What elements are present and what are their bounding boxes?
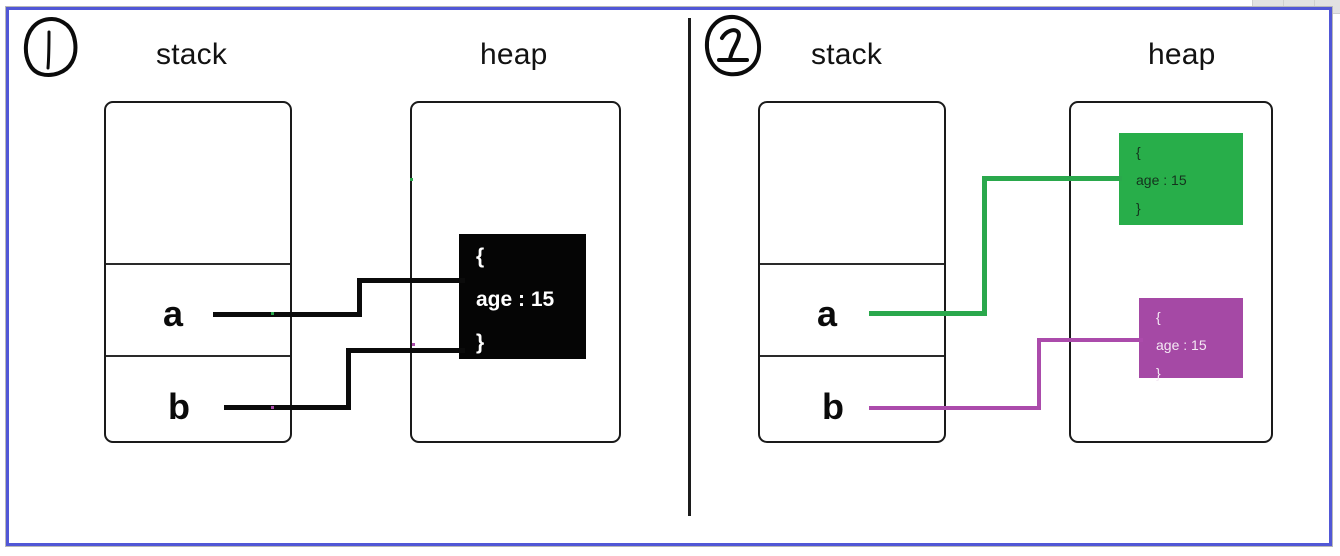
object-line-close: } (476, 331, 485, 354)
object-line-close: } (1136, 200, 1141, 216)
stack-container (104, 101, 292, 443)
stray-anchor-dot (410, 178, 413, 181)
heap-label: heap (1148, 38, 1216, 71)
stack-variable-b: b (168, 386, 190, 427)
object-line-property: age : 15 (1136, 172, 1187, 188)
hand-drawn-circled-two-icon (702, 14, 762, 77)
pointer-b-segment-into-object (346, 348, 465, 353)
pointer-a-segment-into-object (982, 176, 1122, 181)
stray-anchor-dot (412, 343, 415, 346)
heap-object-shared: { age : 15 } (459, 234, 586, 359)
panel-step-2: stack heap a b { age : 15 } { age : 15 } (691, 0, 1340, 556)
pointer-b-segment-vertical (346, 348, 351, 410)
pointer-a-segment-horizontal (213, 312, 361, 317)
stack-cell-divider (760, 355, 944, 357)
object-line-open: { (1136, 144, 1141, 160)
stray-anchor-dot (271, 312, 274, 315)
stack-cell-divider (106, 355, 290, 357)
pointer-a-segment-into-object (357, 278, 465, 283)
pointer-a-segment-horizontal (869, 311, 987, 316)
stack-label: stack (811, 38, 883, 71)
pointer-a-segment-vertical (982, 176, 987, 316)
stack-cell-divider (106, 263, 290, 265)
pointer-b-segment-vertical (1037, 338, 1041, 410)
stack-container (758, 101, 946, 443)
object-line-property: age : 15 (476, 288, 555, 311)
object-line-open: { (476, 245, 485, 268)
stray-anchor-dot (271, 406, 274, 409)
heap-object-b: { age : 15 } (1139, 298, 1243, 381)
stack-cell-divider (760, 263, 944, 265)
hand-drawn-circled-one-icon (22, 16, 80, 78)
pointer-b-segment-into-object (1037, 338, 1143, 342)
pointer-b-segment-horizontal (224, 405, 350, 410)
stack-variable-a: a (163, 293, 184, 334)
stack-variable-b: b (822, 386, 844, 427)
object-line-property: age : 15 (1156, 337, 1207, 353)
stack-label: stack (156, 38, 228, 71)
pointer-b-segment-horizontal (869, 406, 1041, 410)
heap-object-a: { age : 15 } (1119, 133, 1243, 225)
stack-variable-a: a (817, 293, 838, 334)
panel-divider (688, 18, 691, 516)
heap-label: heap (480, 38, 548, 71)
object-line-open: { (1156, 309, 1161, 325)
object-line-close: } (1156, 365, 1161, 381)
pointer-a-segment-vertical (357, 278, 362, 317)
panel-step-1: stack heap a b { age : 15 } (22, 16, 621, 443)
